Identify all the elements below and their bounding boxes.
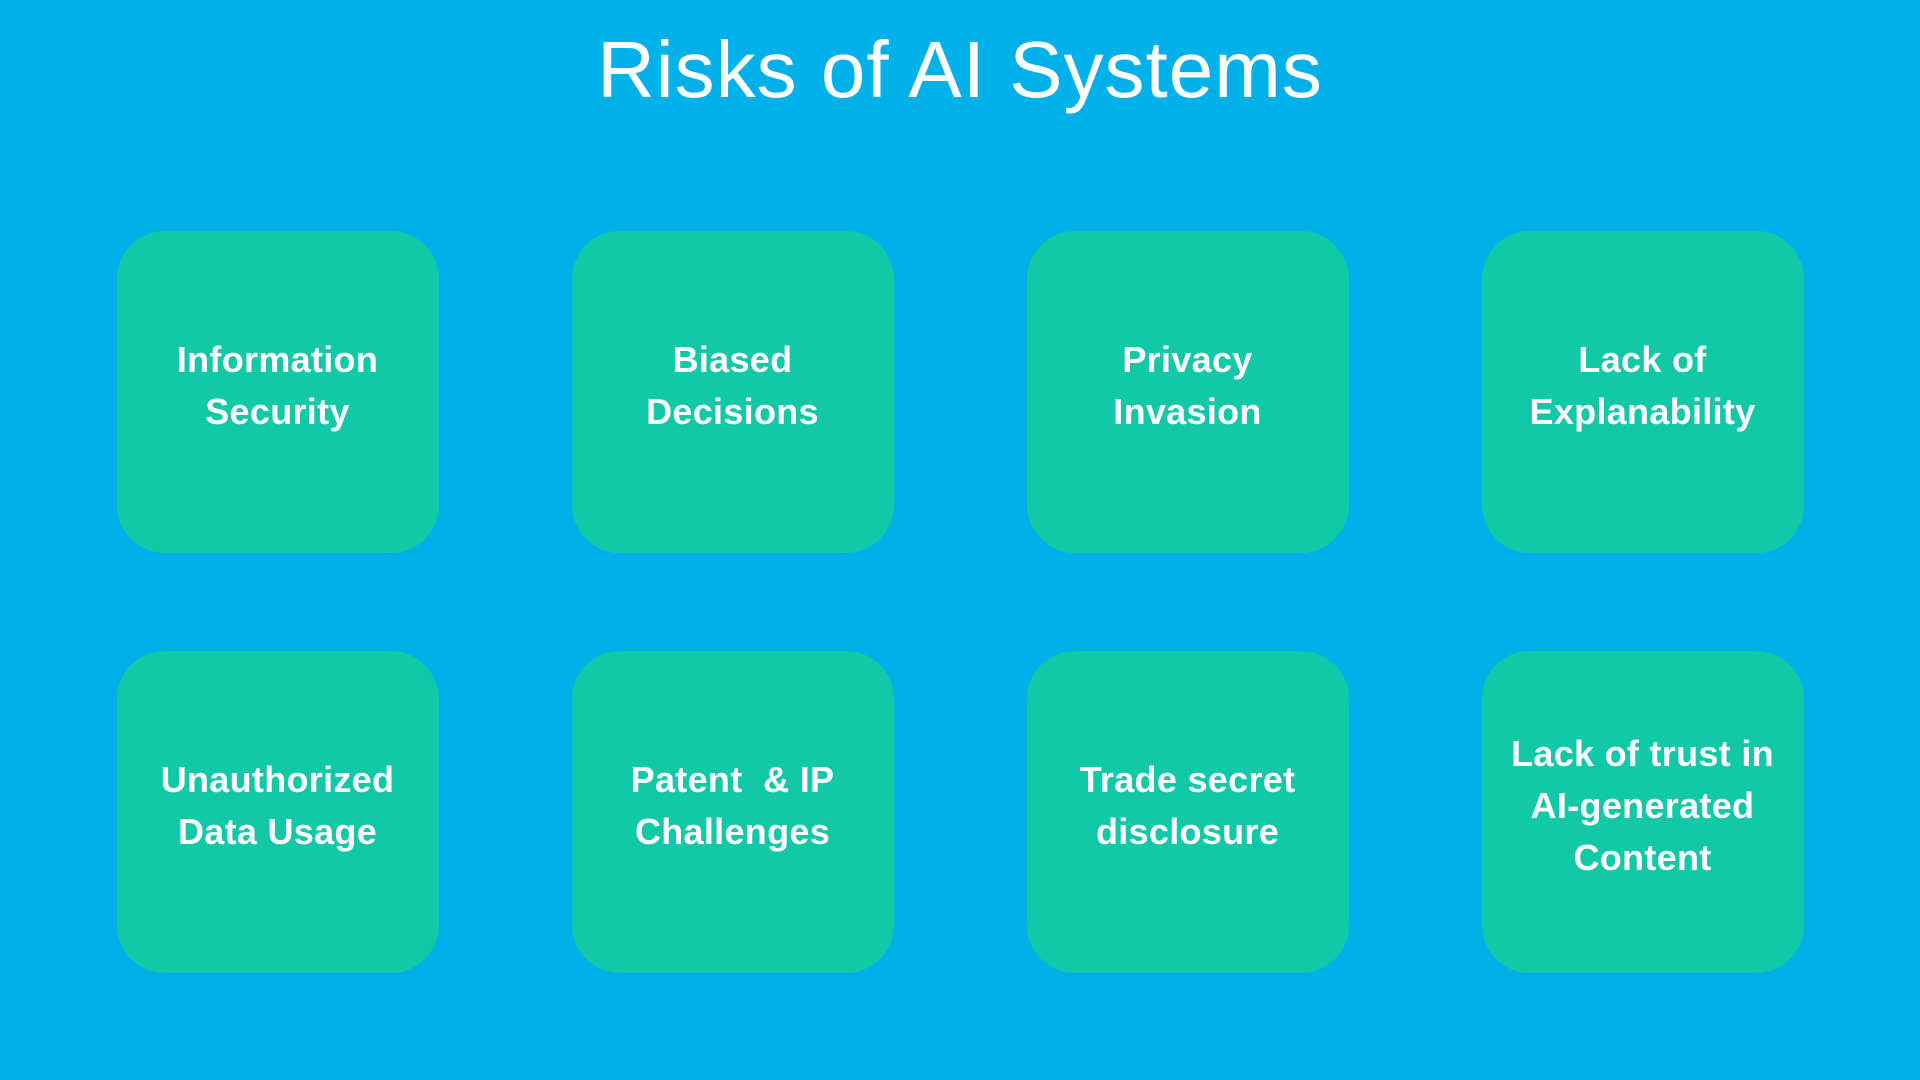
card-privacy-invasion: Privacy Invasion (1026, 231, 1349, 553)
card-patent-ip-challenges: Patent & IP Challenges (571, 651, 894, 973)
card-biased-decisions: Biased Decisions (571, 231, 894, 553)
page-title: Risks of AI Systems (597, 25, 1323, 114)
card-label: Biased Decisions (646, 338, 819, 432)
card-lack-of-trust-ai-content: Lack of trust in AI-generated Content (1481, 651, 1804, 973)
card-information-security: Information Security (116, 231, 439, 553)
card-label: Information Security (176, 338, 379, 432)
card-trade-secret-disclosure: Trade secret disclosure (1026, 651, 1349, 973)
card-label: Lack of Explanability (1529, 338, 1756, 432)
risk-cards-grid: Information Security Biased Decisions Pr… (0, 231, 1920, 973)
card-label: Privacy Invasion (1113, 338, 1262, 432)
card-unauthorized-data-usage: Unauthorized Data Usage (116, 651, 439, 973)
card-label: Unauthorized Data Usage (160, 758, 395, 852)
card-lack-of-explanability: Lack of Explanability (1481, 231, 1804, 553)
card-label: Lack of trust in AI-generated Content (1511, 732, 1774, 879)
card-label: Patent & IP Challenges (630, 758, 835, 852)
card-label: Trade secret disclosure (1079, 758, 1296, 852)
